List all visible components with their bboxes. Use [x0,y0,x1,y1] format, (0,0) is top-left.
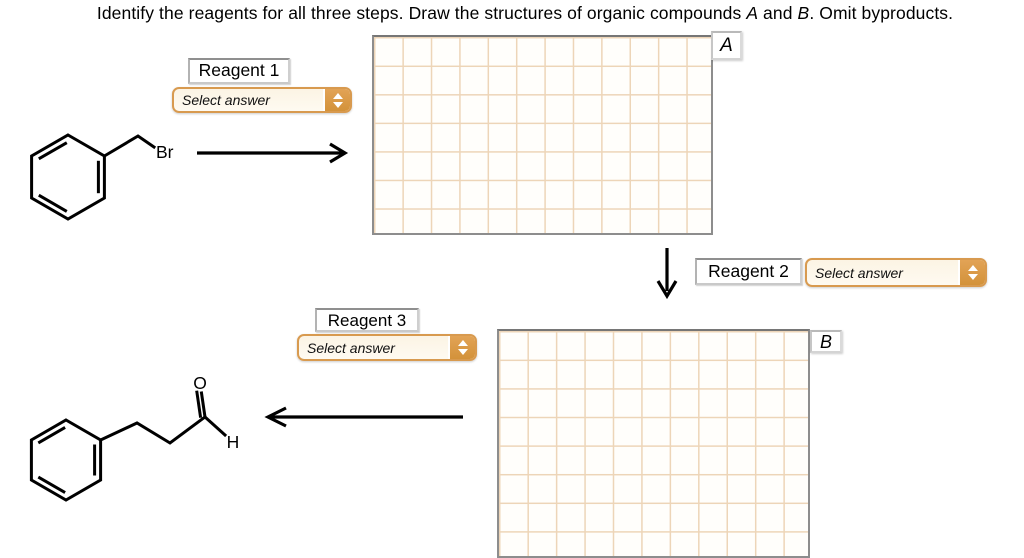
reagent2-dropdown-value: Select answer [815,264,903,281]
benzene-ring [30,133,106,221]
reaction-arrow-down-icon [656,248,678,300]
compound-a-reference: A [746,3,759,23]
canvas-b-label: B [810,330,842,353]
benzene-ring [29,418,103,502]
reagent3-dropdown[interactable]: Select answer [297,334,477,361]
problem-statement: Identify the reagents for all three step… [0,3,1024,24]
propanal-chain-bond [98,414,208,445]
spinner-button [323,89,350,111]
spinner-button [958,260,985,285]
double-bond [37,426,66,445]
spinner-button [448,336,475,359]
drawing-canvas-a[interactable] [372,35,713,235]
problem-statement-text-1: Identify the reagents for all three step… [96,3,747,23]
o-atom-label: O [193,373,207,393]
benzyl-bromide-structure: Br [30,133,174,221]
reagent1-label: Reagent 1 [188,58,290,84]
br-atom-label: Br [156,142,174,162]
double-bond [37,475,66,494]
double-bond [38,141,68,161]
spinner-up-icon [967,265,978,271]
compound-b-reference: B [797,3,810,23]
problem-statement-text-3: . Omit byproducts. [809,3,954,23]
drawing-canvas-b[interactable] [497,329,810,558]
h-atom-label: H [227,432,240,452]
reagent2-dropdown[interactable]: Select answer [805,258,987,287]
reagent1-dropdown-value: Select answer [182,92,270,108]
spinner-up-icon [457,340,468,346]
problem-statement-text-2: and [758,3,798,23]
reaction-arrow-left-icon [264,406,463,428]
spinner-down-icon [967,274,978,280]
c-h-bond [202,414,228,438]
reagent1-dropdown[interactable]: Select answer [172,87,352,113]
spinner-down-icon [457,349,468,355]
spinner-down-icon [332,101,343,108]
reagent2-label: Reagent 2 [695,258,802,285]
phenylpropanal-structure: O H [29,373,240,502]
ch2-br-bond [102,134,157,159]
reagent3-label: Reagent 3 [315,308,419,332]
carbonyl-double-bond [199,391,207,419]
reagent3-dropdown-value: Select answer [307,339,395,356]
reaction-arrow-right-icon [197,142,349,164]
spinner-up-icon [332,92,343,99]
double-bond [38,193,68,213]
carbonyl-double-bond [195,390,203,418]
canvas-a-label: A [711,31,742,60]
